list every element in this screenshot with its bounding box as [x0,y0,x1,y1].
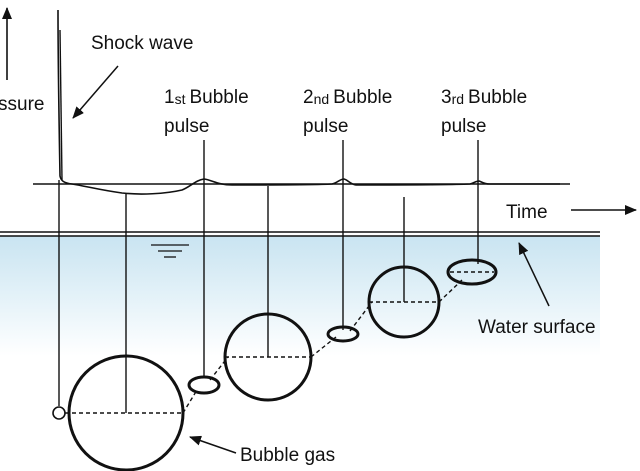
bubble-gas-label: Bubble gas [240,445,335,466]
shock-wave-label: Shock wave [91,33,193,54]
svg-text:pulse: pulse [441,116,486,137]
bubble-min-1 [187,375,221,395]
water-level-symbol [151,244,189,258]
time-label: Time [506,202,548,223]
shock-wave-arrow [72,65,119,119]
svg-text:pulse: pulse [303,116,348,137]
shock-spike [59,29,63,181]
initial-charge-bubble [52,406,66,420]
water-body [0,236,600,356]
connector-lines [58,140,479,413]
bubble-min-2 [326,325,360,343]
bubble-gas-arrow [189,435,237,454]
water-surface-arrow [518,242,550,307]
water-surface-label: Water surface [478,317,596,338]
svg-text:pulse: pulse [164,116,209,137]
bubble-min-3 [446,258,498,286]
migration-path [65,271,494,414]
pressure-label: ssure [0,94,44,115]
pressure-trace [57,9,560,195]
